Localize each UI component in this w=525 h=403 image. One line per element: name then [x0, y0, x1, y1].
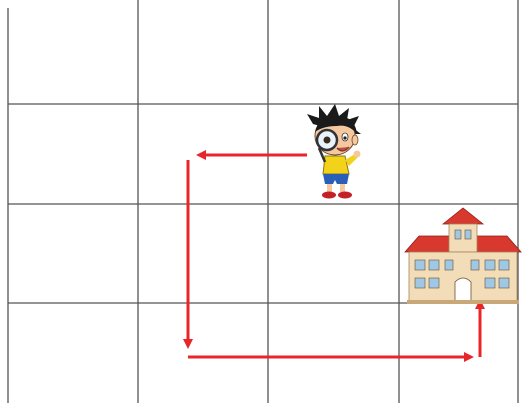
grid-diagram	[0, 0, 525, 403]
diagram-background	[0, 0, 525, 403]
diagram-canvas	[0, 0, 525, 403]
